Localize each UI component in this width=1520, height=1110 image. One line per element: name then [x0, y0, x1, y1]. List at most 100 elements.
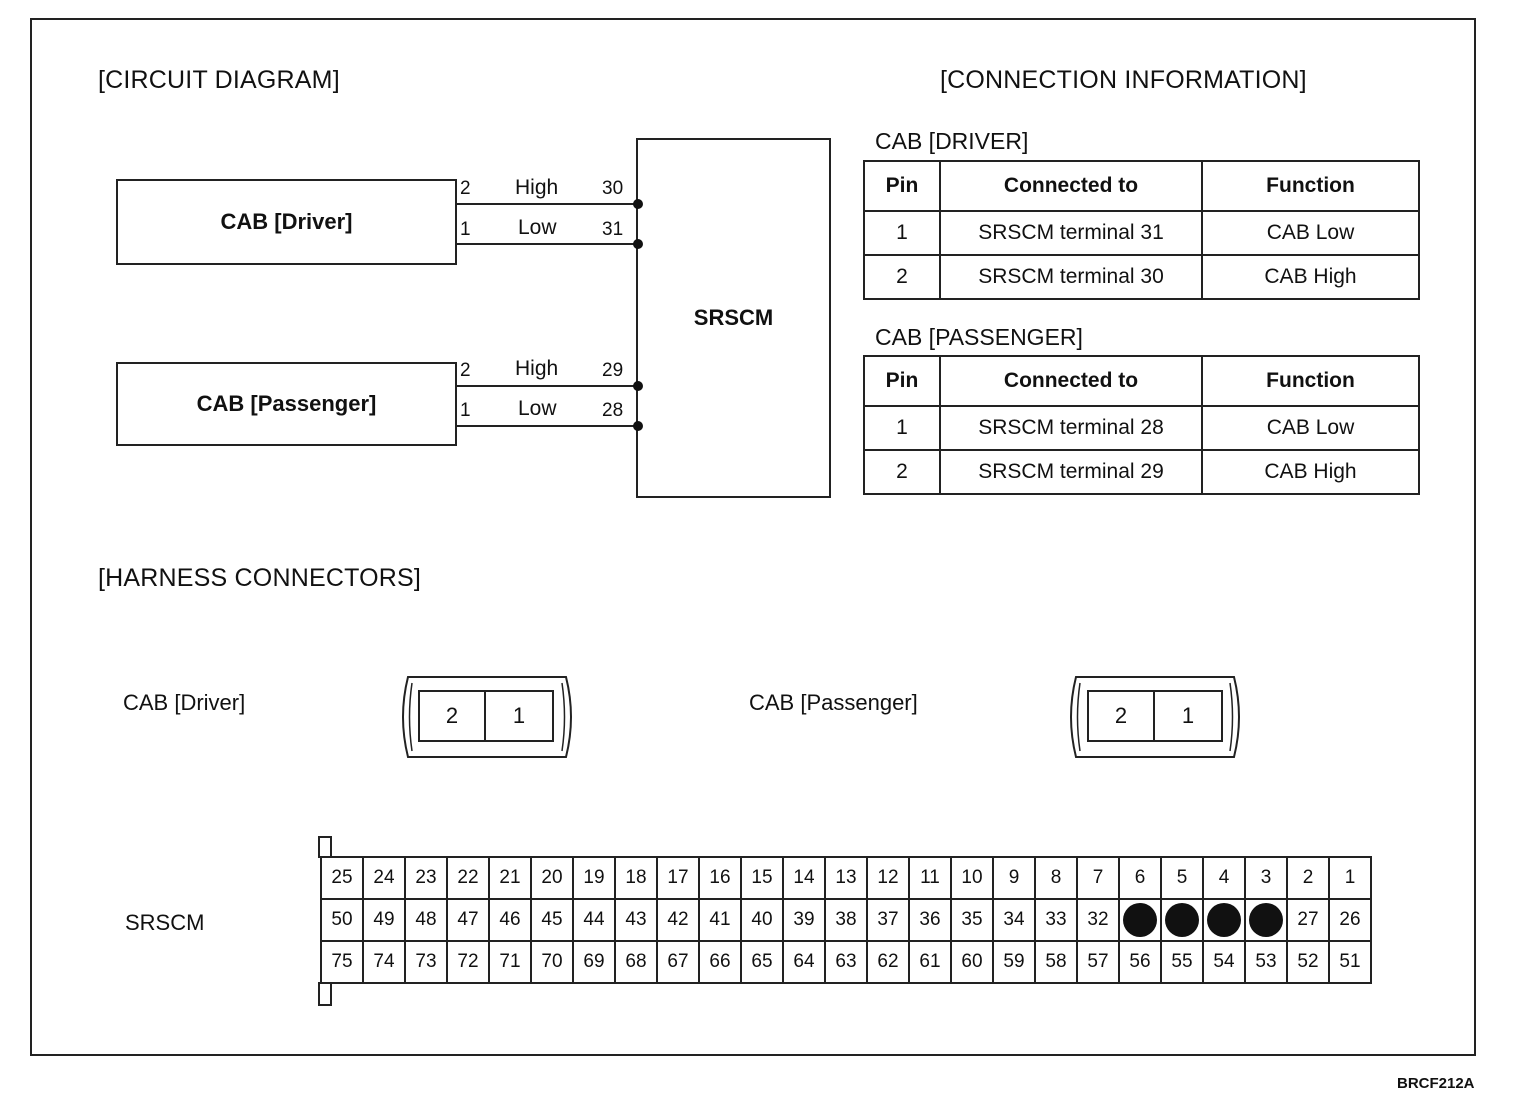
driver-high-pin-label: 2	[460, 178, 471, 199]
function-cell: CAB High	[1201, 449, 1420, 495]
srscm-terminal-cell: 4	[1202, 856, 1246, 900]
passenger-low-junction-dot	[633, 421, 643, 431]
srscm-connector-label: SRSCM	[125, 910, 205, 935]
srscm-terminal-cell: 25	[320, 856, 364, 900]
driver-table-title: CAB [DRIVER]	[875, 128, 1029, 154]
srscm-box-label: SRSCM	[693, 305, 774, 330]
srscm-terminal-cell: 74	[362, 940, 406, 984]
driver-low-signal-label: Low	[518, 216, 557, 239]
cab-driver-box-label: CAB [Driver]	[220, 209, 353, 234]
harness-connectors-heading: [HARNESS CONNECTORS]	[98, 564, 422, 592]
function-cell: CAB High	[1201, 254, 1420, 300]
passenger-connection-table: Pin Connected to Function 1 SRSCM termin…	[863, 355, 1420, 495]
srscm-terminal-used-31	[1118, 898, 1162, 942]
srscm-connector-tab-top	[318, 836, 332, 858]
srscm-terminal-cell: 45	[530, 898, 574, 942]
srscm-terminal-cell: 67	[656, 940, 700, 984]
srscm-terminal-cell: 20	[530, 856, 574, 900]
pin-column-header: Pin	[863, 160, 941, 212]
srscm-box: SRSCM	[636, 138, 831, 498]
srscm-terminal-cell: 18	[614, 856, 658, 900]
srscm-terminal-cell: 35	[950, 898, 994, 942]
srscm-terminal-cell: 66	[698, 940, 742, 984]
srscm-terminal-cell: 17	[656, 856, 700, 900]
cab-driver-box: CAB [Driver]	[116, 179, 457, 265]
connector-pin: 2	[1089, 692, 1155, 740]
srscm-terminal-cell: 50	[320, 898, 364, 942]
cab-passenger-connector-label: CAB [Passenger]	[749, 690, 918, 715]
srscm-terminal-cell: 64	[782, 940, 826, 984]
driver-connection-table: Pin Connected to Function 1 SRSCM termin…	[863, 160, 1420, 300]
terminal-filled-dot	[1165, 903, 1199, 937]
passenger-low-terminal-label: 28	[602, 400, 624, 421]
srscm-terminal-cell: 51	[1328, 940, 1372, 984]
srscm-terminal-cell: 75	[320, 940, 364, 984]
srscm-terminal-cell: 39	[782, 898, 826, 942]
connected-to-cell: SRSCM terminal 31	[939, 210, 1203, 256]
srscm-terminal-cell: 60	[950, 940, 994, 984]
driver-high-wire	[457, 203, 638, 205]
table-header-row: Pin Connected to Function	[863, 160, 1420, 212]
srscm-terminal-cell: 52	[1286, 940, 1330, 984]
srscm-terminal-cell: 54	[1202, 940, 1246, 984]
srscm-terminal-cell: 41	[698, 898, 742, 942]
srscm-terminal-cell: 61	[908, 940, 952, 984]
srscm-terminal-cell: 2	[1286, 856, 1330, 900]
srscm-terminal-cell: 37	[866, 898, 910, 942]
circuit-diagram-heading: [CIRCUIT DIAGRAM]	[98, 66, 340, 94]
srscm-terminal-used-29	[1202, 898, 1246, 942]
cab-passenger-box: CAB [Passenger]	[116, 362, 457, 446]
pin-column-header: Pin	[863, 355, 941, 407]
passenger-table-title: CAB [PASSENGER]	[875, 324, 1083, 350]
terminal-filled-dot	[1123, 903, 1157, 937]
srscm-terminal-cell: 68	[614, 940, 658, 984]
connection-information-heading: [CONNECTION INFORMATION]	[940, 66, 1307, 94]
pin-cell: 1	[863, 405, 941, 451]
reference-code: BRCF212A	[1397, 1075, 1475, 1092]
srscm-terminal-used-30	[1160, 898, 1204, 942]
connected-to-cell: SRSCM terminal 30	[939, 254, 1203, 300]
driver-low-wire	[457, 243, 638, 245]
srscm-terminal-cell: 34	[992, 898, 1036, 942]
srscm-terminal-cell: 57	[1076, 940, 1120, 984]
srscm-terminal-cell: 11	[908, 856, 952, 900]
srscm-terminal-cell: 72	[446, 940, 490, 984]
srscm-terminal-cell: 32	[1076, 898, 1120, 942]
srscm-terminal-cell: 62	[866, 940, 910, 984]
driver-low-junction-dot	[633, 239, 643, 249]
connector-pin: 1	[1181, 703, 1195, 728]
srscm-terminal-cell: 23	[404, 856, 448, 900]
passenger-high-junction-dot	[633, 381, 643, 391]
srscm-terminal-cell: 24	[362, 856, 406, 900]
srscm-terminal-cell: 59	[992, 940, 1036, 984]
connector-pin: 1	[512, 703, 526, 728]
srscm-terminal-cell: 12	[866, 856, 910, 900]
terminal-filled-dot	[1249, 903, 1283, 937]
table-row: 1 SRSCM terminal 31 CAB Low	[863, 210, 1420, 256]
table-header-row: Pin Connected to Function	[863, 355, 1420, 407]
srscm-terminal-cell: 21	[488, 856, 532, 900]
pin-cell: 2	[863, 449, 941, 495]
passenger-high-wire	[457, 385, 638, 387]
srscm-terminal-cell: 55	[1160, 940, 1204, 984]
table-row: 2 SRSCM terminal 29 CAB High	[863, 449, 1420, 495]
srscm-terminal-cell: 53	[1244, 940, 1288, 984]
driver-low-pin-label: 1	[460, 219, 471, 240]
srscm-terminal-cell: 16	[698, 856, 742, 900]
srscm-terminal-cell: 9	[992, 856, 1036, 900]
function-cell: CAB Low	[1201, 210, 1420, 256]
srscm-terminal-cell: 1	[1328, 856, 1372, 900]
srscm-terminal-cell: 27	[1286, 898, 1330, 942]
terminal-filled-dot	[1207, 903, 1241, 937]
srscm-terminal-cell: 26	[1328, 898, 1372, 942]
srscm-terminal-cell: 44	[572, 898, 616, 942]
srscm-terminal-cell: 71	[488, 940, 532, 984]
srscm-terminal-cell: 36	[908, 898, 952, 942]
srscm-terminal-cell: 70	[530, 940, 574, 984]
passenger-low-pin-label: 1	[460, 400, 471, 421]
table-row: 1 SRSCM terminal 28 CAB Low	[863, 405, 1420, 451]
function-column-header: Function	[1201, 355, 1420, 407]
passenger-low-signal-label: Low	[518, 397, 557, 420]
